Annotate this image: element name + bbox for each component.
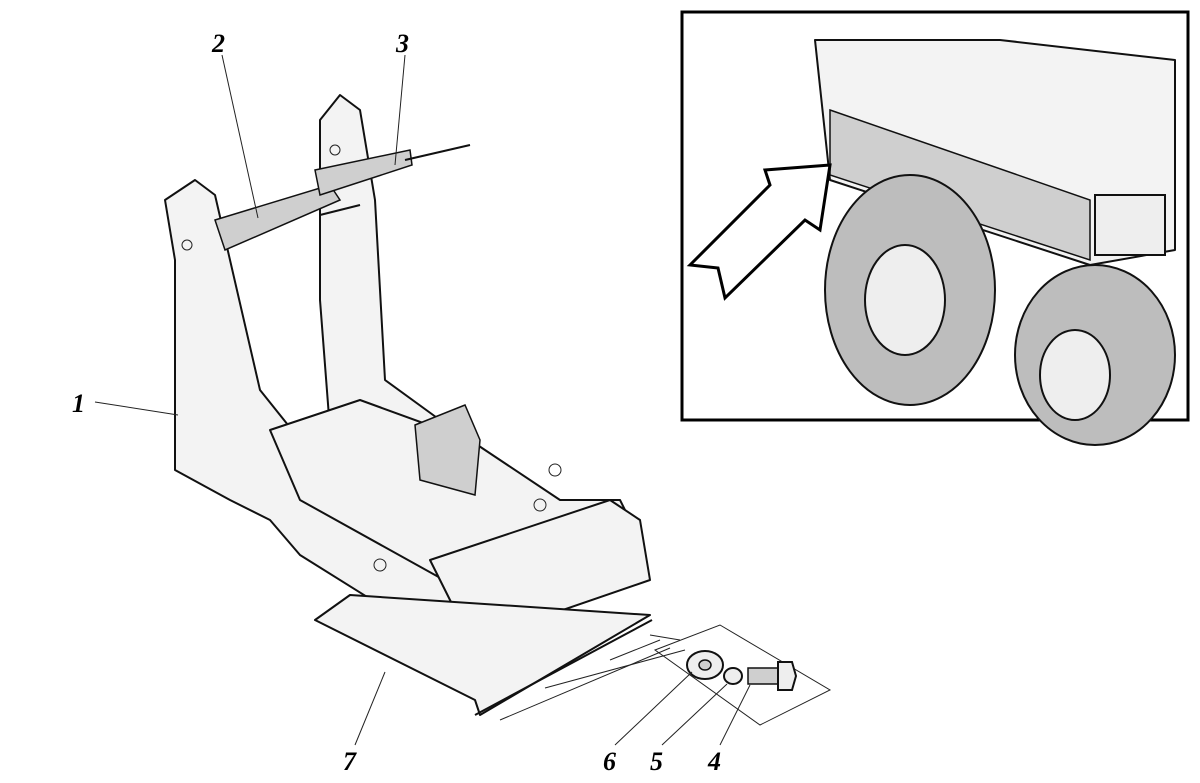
callout-1: 1 <box>72 389 85 418</box>
center-box <box>414 404 481 496</box>
right-brace <box>314 149 413 196</box>
front-bumper <box>829 108 1091 262</box>
right-side-panel <box>319 94 461 451</box>
callout-5: 5 <box>650 747 663 776</box>
location-arrow-icon <box>686 163 832 301</box>
callouts: 1 2 3 4 5 6 7 <box>72 29 751 776</box>
frame <box>164 94 686 721</box>
headlight <box>1094 194 1166 256</box>
lock-washer <box>723 667 743 685</box>
callout-3: 3 <box>395 29 409 58</box>
left-brace <box>214 184 342 252</box>
callout-2: 2 <box>211 29 225 58</box>
bolt <box>747 667 781 685</box>
callout-6: 6 <box>603 747 616 776</box>
bottom-plate <box>314 594 651 716</box>
rear-wheel <box>1014 264 1176 446</box>
callout-7: 7 <box>343 747 357 776</box>
front-wheel <box>824 174 996 406</box>
assembly-arrows <box>499 634 686 721</box>
location-inset <box>680 10 1190 446</box>
fasteners <box>653 624 832 726</box>
callout-4: 4 <box>707 747 721 776</box>
